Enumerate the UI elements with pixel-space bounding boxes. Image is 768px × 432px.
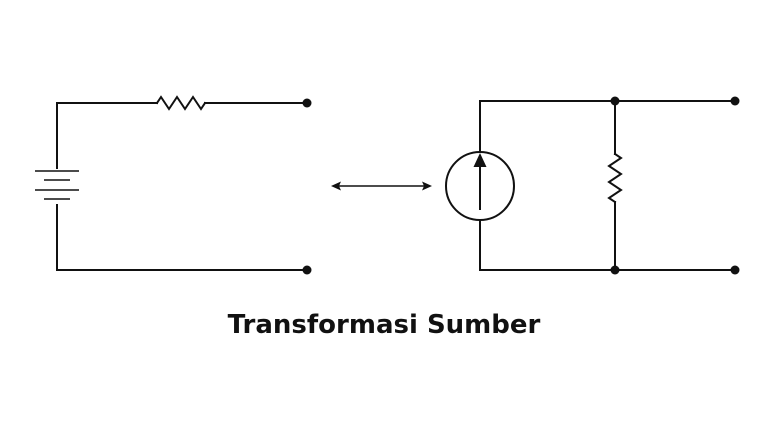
voltage-source-circuit xyxy=(35,95,312,275)
terminal-icon xyxy=(302,265,312,275)
parallel-resistor-icon xyxy=(607,152,623,204)
voltage-source-icon xyxy=(35,170,79,200)
right-top-wire xyxy=(479,100,736,153)
terminal-icon xyxy=(730,265,740,275)
right-bottom-wire xyxy=(479,219,736,271)
left-top-wire xyxy=(56,102,158,169)
junction-icon xyxy=(610,96,620,106)
terminal-icon xyxy=(730,96,740,106)
terminal-icon xyxy=(302,98,312,108)
series-resistor-icon xyxy=(155,95,207,111)
double-arrow-icon xyxy=(331,181,432,191)
left-bottom-wire xyxy=(56,204,308,271)
junction-icon xyxy=(610,265,620,275)
current-source-icon xyxy=(445,151,515,221)
diagram-title: Transformasi Sumber xyxy=(227,310,541,340)
current-source-circuit xyxy=(445,96,740,275)
